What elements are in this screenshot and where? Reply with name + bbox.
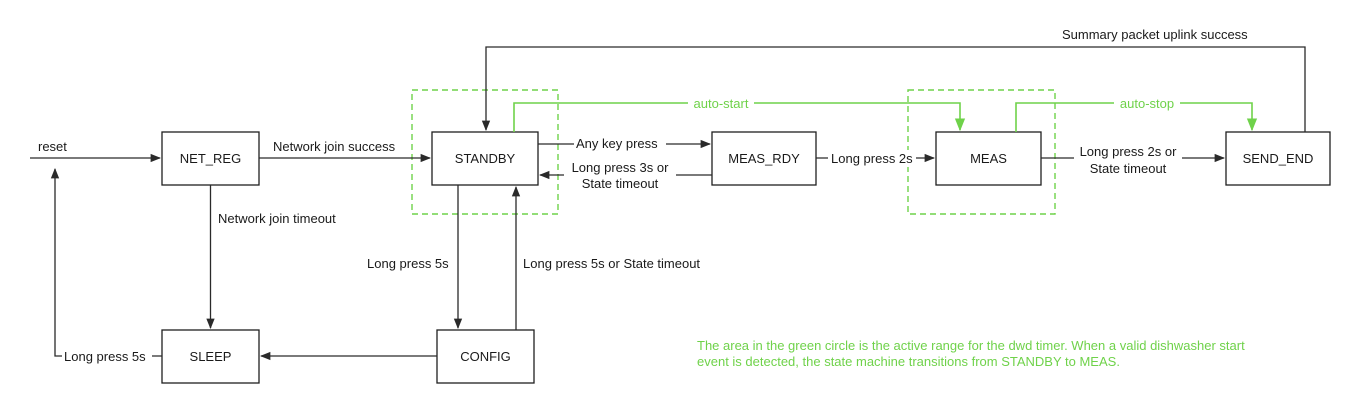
state-sleep: SLEEP <box>161 329 260 384</box>
state-standby-label: STANDBY <box>455 151 516 166</box>
edge-long-press-3s-label-line2: State timeout <box>582 176 659 191</box>
edge-auto-start-label: auto-start <box>694 96 749 111</box>
edge-long-press-2s-timeout: Long press 2s or State timeout <box>1041 142 1226 176</box>
state-net-reg-label: NET_REG <box>180 151 241 166</box>
edge-auto-stop: auto-stop <box>1015 95 1258 132</box>
edge-any-key-press: Any key press <box>538 134 712 152</box>
edge-auto-start: auto-start <box>513 95 966 132</box>
dwd-timer-note: The area in the green circle is the acti… <box>697 338 1245 369</box>
edge-summary-uplink-label: Summary packet uplink success <box>1062 27 1248 42</box>
edge-net-join-timeout: Network join timeout <box>206 185 336 330</box>
edge-net-join-timeout-label: Network join timeout <box>218 211 336 226</box>
edge-long-press-5s-or-timeout: Long press 5s or State timeout <box>511 185 700 330</box>
edge-long-press-5s-or-timeout-label: Long press 5s or State timeout <box>523 256 700 271</box>
edge-long-press-5s-config-label: Long press 5s <box>367 256 449 271</box>
standby-active-range-box <box>411 89 559 215</box>
state-meas-rdy: MEAS_RDY <box>711 131 817 186</box>
edge-reset: reset <box>30 139 162 163</box>
state-send-end: SEND_END <box>1225 131 1331 186</box>
state-sleep-label: SLEEP <box>190 349 232 364</box>
edge-long-press-2s: Long press 2s <box>816 150 936 167</box>
state-meas: MEAS <box>935 131 1042 186</box>
edge-summary-uplink: Summary packet uplink success <box>481 27 1306 132</box>
state-meas-label: MEAS <box>970 151 1007 166</box>
edge-net-join-success-label: Network join success <box>273 139 396 154</box>
state-standby: STANDBY <box>431 131 539 186</box>
edge-long-press-5s-sleep-label: Long press 5s <box>64 349 146 364</box>
state-config: CONFIG <box>436 329 535 384</box>
edge-long-press-2s-label: Long press 2s <box>831 151 913 166</box>
edge-net-join-success: Network join success <box>259 139 432 163</box>
edge-long-press-3s-label-line1: Long press 3s or <box>572 160 670 175</box>
state-net-reg: NET_REG <box>161 131 260 186</box>
state-meas-rdy-label: MEAS_RDY <box>728 151 800 166</box>
edge-long-press-2s-timeout-label-line1: Long press 2s or <box>1080 144 1178 159</box>
edge-long-press-2s-timeout-label-line2: State timeout <box>1090 161 1167 176</box>
state-send-end-label: SEND_END <box>1243 151 1314 166</box>
edge-auto-stop-label: auto-stop <box>1120 96 1174 111</box>
state-config-label: CONFIG <box>460 349 511 364</box>
edge-reset-label: reset <box>38 139 67 154</box>
edge-long-press-5s-config: Long press 5s <box>367 185 463 330</box>
edge-any-key-press-label: Any key press <box>576 136 658 151</box>
edge-long-press-5s-sleep: Long press 5s <box>50 167 162 365</box>
edge-long-press-3s: Long press 3s or State timeout <box>538 160 712 192</box>
